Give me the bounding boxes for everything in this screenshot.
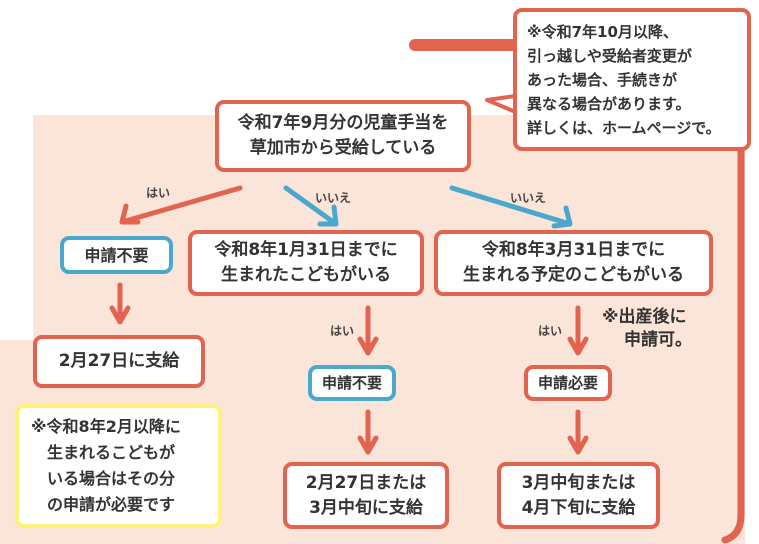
frame-right-line (721, 146, 745, 544)
note-line: の申請が必要です (47, 495, 176, 514)
no-label-2: いいえ (510, 191, 547, 205)
result-text: 申請不要 (321, 373, 382, 392)
note-line: 生まれるこどもが (47, 443, 176, 462)
yes-label-3: はい (538, 324, 563, 338)
note-line: ※令和8年2月以降に (31, 417, 181, 436)
payment-text: 2月27日に支給 (58, 351, 180, 371)
q-line1: 令和8年1月31日までに (214, 240, 398, 260)
callout-line: 異なる場合があります。 (527, 94, 691, 113)
payment-line: 3月中旬に支給 (309, 497, 423, 518)
payment-line: 2月27日または (305, 472, 427, 493)
callout-line: 引っ越しや受給者変更が (527, 46, 692, 65)
application-required: 申請必要 (524, 365, 612, 401)
q-line1: 令和8年3月31日までに (481, 240, 666, 260)
no-application-needed: 申請不要 (60, 236, 173, 274)
q-line2: 生まれる予定のこどもがいる (463, 265, 684, 285)
callout-line: 詳しくは、ホームページで。 (527, 118, 721, 137)
arrow-down-5 (567, 409, 589, 455)
note-line: 申請可。 (624, 330, 692, 350)
payment-line: 3月中旬または (521, 472, 636, 493)
question-expected-by-mar31: 令和8年3月31日までに 生まれる予定のこどもがいる (434, 230, 713, 296)
arrow-no-2 (449, 185, 573, 229)
yes-label: はい (146, 186, 171, 200)
payment-feb27: 2月27日に支給 (33, 335, 205, 388)
arrow-yes (119, 185, 243, 225)
no-label-1: いいえ (315, 191, 352, 205)
q-line2: 生まれたこどもがいる (221, 265, 391, 285)
yes-label-2: はい (330, 324, 355, 338)
note-line: いる場合はその分 (47, 469, 176, 488)
callout-line: あった場合、手続きが (527, 70, 678, 89)
start-question: 令和7年9月分の児童手当を 草加市から受給している (215, 100, 471, 172)
payment-mid-march-or-late-april: 3月中旬または 4月下旬に支給 (497, 462, 660, 529)
after-birth-note: ※出産後に 申請可。 (602, 306, 692, 352)
note-line: ※出産後に (602, 307, 687, 327)
callout-note: ※令和7年10月以降、 引っ越しや受給者変更が あった場合、手続きが 異なる場合… (513, 8, 751, 151)
arrow-down-3 (567, 305, 589, 356)
start-line1: 令和7年9月分の児童手当を (237, 113, 449, 133)
result-text: 申請不要 (84, 245, 149, 265)
payment-line: 4月下旬に支給 (521, 497, 636, 518)
payment-feb27-or-mid-march: 2月27日または 3月中旬に支給 (283, 462, 449, 529)
start-line2: 草加市から受給している (249, 138, 437, 158)
arrow-down-2 (357, 305, 379, 356)
yellow-note: ※令和8年2月以降に 生まれるこどもが いる場合はその分 の申請が必要です (15, 404, 222, 528)
result-text: 申請必要 (537, 373, 598, 392)
callout-line: ※令和7年10月以降、 (527, 22, 678, 41)
no-application-needed-2: 申請不要 (308, 365, 396, 401)
arrow-down-4 (357, 409, 379, 455)
arrow-down-1 (109, 282, 131, 325)
question-born-by-jan31: 令和8年1月31日までに 生まれたこどもがいる (188, 230, 424, 296)
arrow-no-1 (283, 185, 339, 227)
